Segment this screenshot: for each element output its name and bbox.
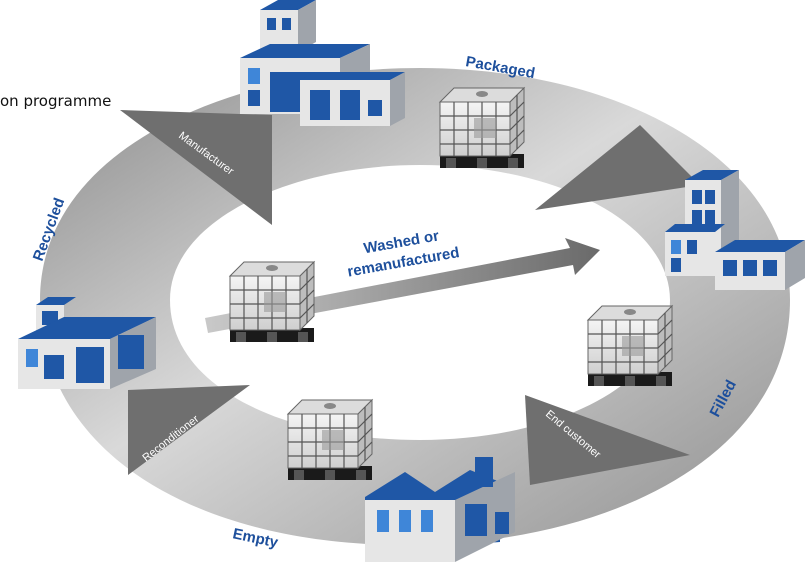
ibc-container-packaged (439, 87, 525, 169)
manufacturer-building (240, 0, 405, 126)
cycle-ring (40, 68, 790, 545)
side-text: on programme (0, 92, 112, 110)
ibc-container-filled (587, 305, 673, 387)
recycler-building (18, 297, 156, 389)
reconditioner-building (365, 457, 515, 562)
arrowhead-manufacturer (120, 110, 272, 225)
ibc-container-center (229, 261, 315, 343)
arrowhead-end-customer (525, 395, 690, 485)
arrowhead-packaged (535, 125, 700, 210)
ibc-container-empty (287, 399, 373, 481)
filler-building (665, 170, 805, 290)
ring-arrowheads (120, 110, 700, 485)
arrowhead-reconditioner (128, 385, 250, 475)
